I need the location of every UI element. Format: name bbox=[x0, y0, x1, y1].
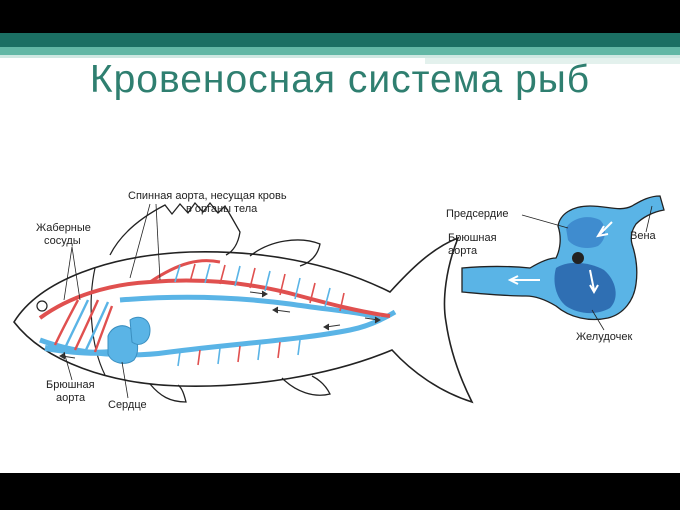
rib bbox=[249, 267, 256, 289]
label-atrium: Предсердие bbox=[446, 208, 509, 220]
gill-arch bbox=[93, 305, 114, 353]
flow-arrow bbox=[59, 352, 76, 360]
anal-fin bbox=[281, 375, 331, 396]
header-band-dark bbox=[0, 33, 680, 47]
header-band-pale bbox=[0, 55, 680, 58]
pelvic-fin bbox=[149, 383, 187, 403]
rib bbox=[197, 349, 201, 366]
rib bbox=[324, 287, 331, 308]
label-ventral-aorta-line1: Брюшная bbox=[46, 379, 95, 391]
ventral-ribs bbox=[177, 339, 301, 367]
leader-line bbox=[591, 309, 605, 331]
rib bbox=[217, 347, 221, 365]
label-ventricle: Желудочек bbox=[576, 331, 633, 343]
heart-flow-arrow bbox=[507, 275, 540, 285]
slide-title: Кровеносная система рыб bbox=[89, 58, 591, 101]
valve-knob bbox=[572, 252, 584, 264]
dorsal-ribs bbox=[174, 263, 345, 312]
rib bbox=[277, 341, 281, 359]
rib bbox=[309, 282, 316, 304]
rib bbox=[257, 343, 261, 361]
leader-line bbox=[121, 361, 129, 399]
gill-arch bbox=[83, 301, 110, 353]
heart-leader-lines bbox=[521, 205, 653, 331]
heart-atrium-shape bbox=[129, 316, 151, 345]
rib bbox=[297, 339, 301, 356]
rib bbox=[339, 292, 345, 312]
label-dorsal-aorta-line1: Спинная аорта, несущая кровь bbox=[128, 190, 287, 202]
leader-line bbox=[71, 246, 81, 301]
leader-lines bbox=[63, 203, 161, 399]
label-gill-vessels-line1: Жаберные bbox=[36, 222, 91, 234]
leader-line bbox=[645, 205, 653, 233]
rib bbox=[264, 270, 271, 292]
rib bbox=[294, 277, 301, 300]
heart-flow-arrow bbox=[595, 221, 613, 238]
leader-line bbox=[63, 351, 73, 381]
heart-ventricle-shape bbox=[107, 325, 139, 364]
fish-eye bbox=[36, 300, 48, 312]
gill-arch bbox=[63, 299, 90, 349]
atrium-inner bbox=[566, 217, 606, 248]
label-heart: Сердце bbox=[108, 399, 147, 411]
label-heart-ventral-aorta-line2: аорта bbox=[448, 245, 478, 257]
label-heart-ventral-aorta-line1: Брюшная bbox=[448, 232, 497, 244]
rib bbox=[189, 263, 196, 283]
rib bbox=[234, 265, 241, 287]
label-gill-vessels-line2: сосуды bbox=[44, 235, 81, 247]
dorsal-fin-spiny bbox=[109, 201, 241, 256]
flow-arrow bbox=[272, 306, 291, 314]
leader-line bbox=[63, 246, 73, 301]
gill-arch bbox=[53, 299, 80, 346]
header-band-accent bbox=[425, 58, 680, 64]
gill-arch bbox=[73, 299, 100, 351]
rib bbox=[279, 273, 286, 296]
flow-arrow bbox=[323, 323, 341, 331]
leader-line bbox=[155, 203, 161, 281]
heart-flow-arrow bbox=[589, 269, 599, 295]
flow-arrows bbox=[59, 290, 381, 360]
fish-body-outline bbox=[13, 236, 474, 404]
label-vein: Вена bbox=[630, 230, 656, 242]
flow-arrow bbox=[249, 290, 268, 298]
dorsal-aorta-vessel bbox=[38, 278, 391, 320]
branch-to-tail bbox=[149, 259, 221, 284]
leader-line bbox=[521, 214, 569, 229]
leader-line bbox=[129, 203, 151, 279]
ventricle-dark bbox=[554, 262, 616, 314]
rib bbox=[204, 263, 211, 284]
ventral-aorta-vessel bbox=[44, 345, 113, 356]
rib bbox=[177, 351, 181, 367]
dorsal-fin-soft bbox=[249, 239, 321, 267]
rib bbox=[174, 264, 181, 283]
cardinal-vein bbox=[119, 294, 381, 321]
label-ventral-aorta-line2: аорта bbox=[56, 392, 86, 404]
rib bbox=[237, 345, 241, 363]
flow-arrow bbox=[364, 316, 381, 324]
header-band-light bbox=[0, 47, 680, 55]
gill-cover-line bbox=[90, 267, 106, 376]
rib bbox=[219, 264, 226, 285]
gill-arches bbox=[53, 299, 114, 353]
label-dorsal-aorta-line2: в органы тела bbox=[186, 203, 258, 215]
